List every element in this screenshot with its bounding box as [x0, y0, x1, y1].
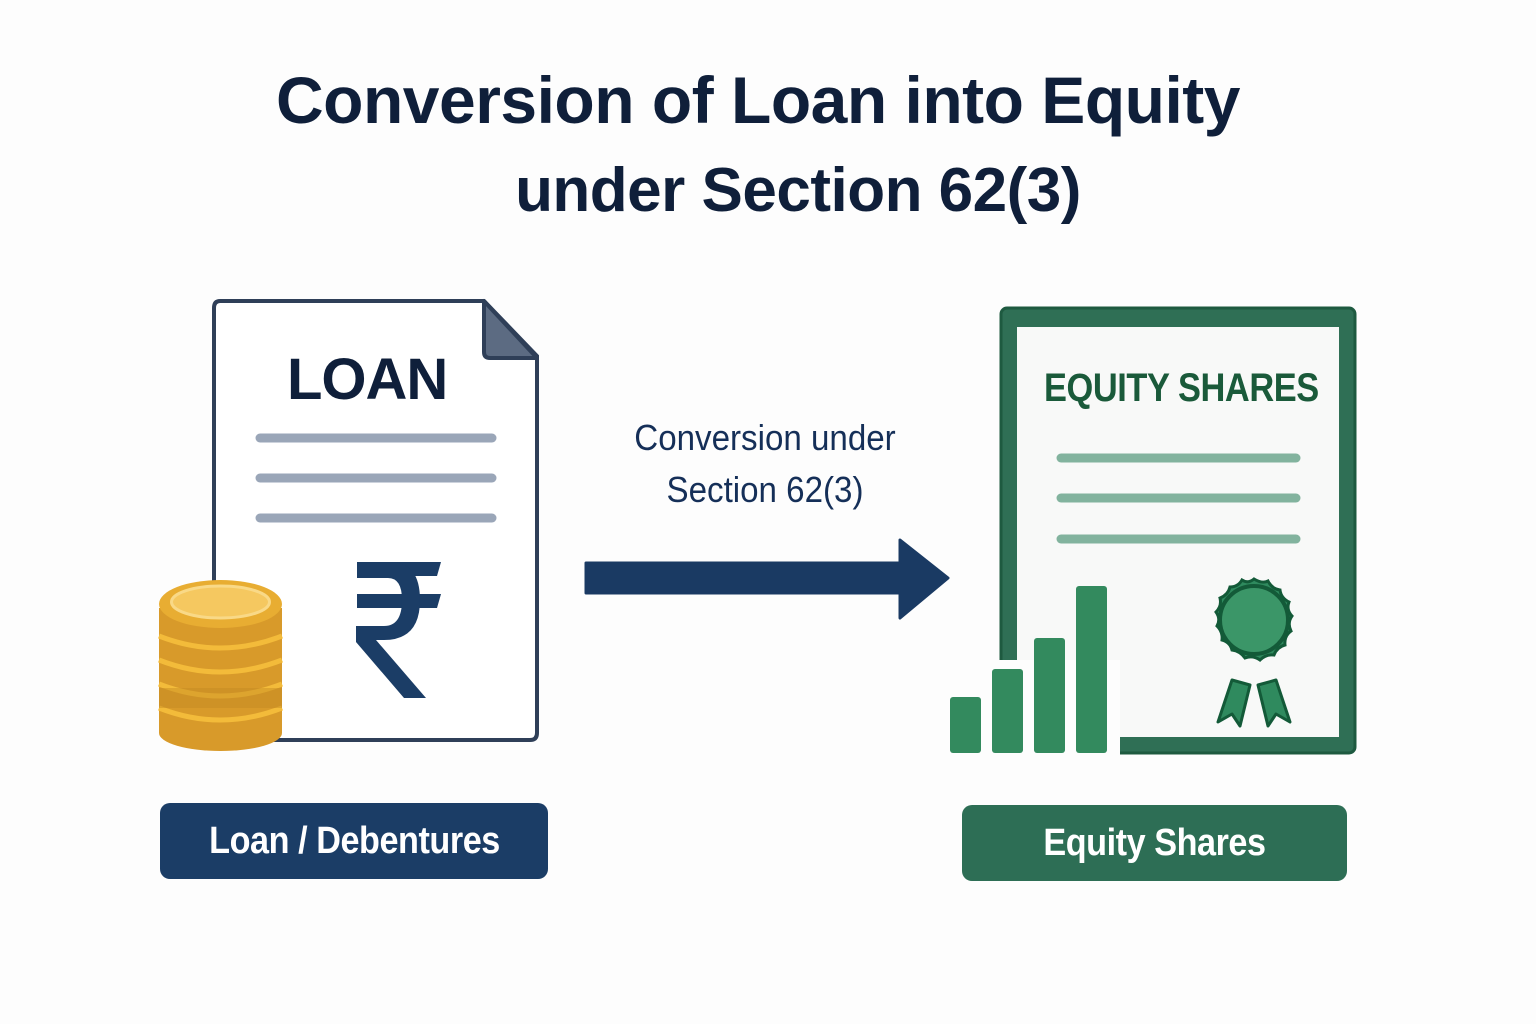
loan-document-heading: LOAN	[287, 347, 448, 412]
equity-badge-label: Equity Shares	[1043, 821, 1266, 864]
bar-chart-icon	[940, 586, 1120, 760]
equity-shares-badge: Equity Shares	[962, 805, 1347, 881]
loan-debentures-badge: Loan / Debentures	[160, 803, 548, 879]
diagram-title-line1: Conversion of Loan into Equity	[276, 63, 1240, 137]
document-icon	[212, 299, 539, 742]
conversion-label-line1: Conversion under	[634, 417, 896, 458]
conversion-label-line2: Section 62(3)	[666, 469, 864, 510]
loan-badge-label: Loan / Debentures	[208, 819, 500, 862]
arrow-right-icon	[584, 538, 950, 620]
diagram-title-line2: under Section 62(3)	[515, 156, 1081, 225]
coin-stack-icon	[158, 580, 283, 751]
conversion-label: Conversion under Section 62(3)	[586, 412, 945, 516]
rosette-seal-icon	[1214, 577, 1294, 728]
equity-certificate-heading: EQUITY SHARES	[1044, 366, 1319, 410]
rupee-icon	[356, 562, 441, 698]
